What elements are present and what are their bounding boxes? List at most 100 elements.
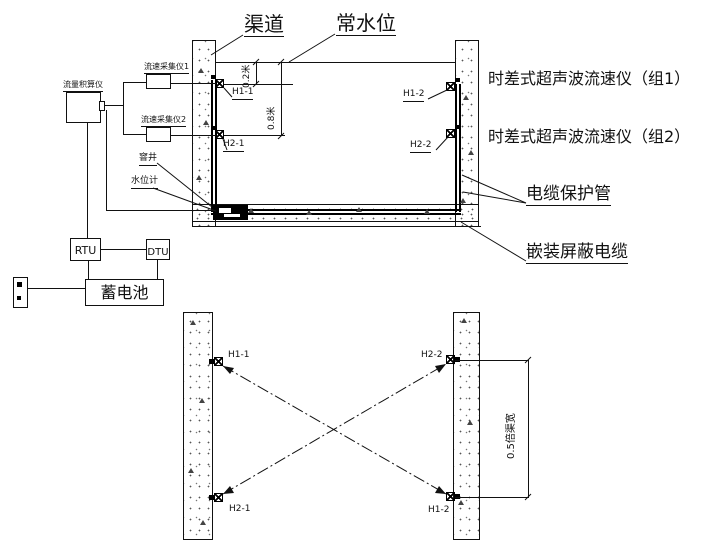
texture-triangle-icon bbox=[461, 318, 467, 323]
wire-to-water-gauge bbox=[106, 110, 107, 210]
inspection-well-label: 窨井 bbox=[139, 153, 158, 166]
transducer-h1-2-icon bbox=[446, 82, 455, 91]
transducer-mount bbox=[211, 126, 216, 130]
drawing-element bbox=[460, 221, 527, 262]
plan-transducer-h2-1-label: H2-1 bbox=[229, 504, 251, 514]
plan-transducer-h1-1-label: H1-1 bbox=[228, 350, 250, 360]
floor-conduit bbox=[211, 209, 461, 215]
cable-protection-pipe-label: 电缆保护管 bbox=[526, 184, 611, 206]
rtu-box: RTU bbox=[70, 238, 101, 261]
right-wall-conduit bbox=[455, 84, 461, 212]
drawing-element bbox=[222, 363, 447, 495]
plan-dim-ext-top bbox=[455, 360, 528, 361]
wire bbox=[123, 82, 124, 135]
plan-transducer-h1-2-icon bbox=[446, 492, 455, 501]
floor-bottom-line bbox=[192, 226, 481, 227]
plan-dim-ext-bottom bbox=[455, 497, 528, 498]
texture-triangle-icon bbox=[199, 398, 205, 403]
plan-transducer-h2-1-icon bbox=[214, 493, 223, 502]
texture-triangle-icon bbox=[190, 320, 196, 325]
plan-dim-label: 0.5倍渠宽 bbox=[506, 413, 517, 459]
water-level-gauge-device bbox=[219, 208, 231, 213]
plan-transducer-h1-1-icon bbox=[214, 357, 223, 366]
dim-ext-line-h1 bbox=[224, 84, 293, 85]
flow-totalizer-port bbox=[99, 101, 105, 111]
flow-totalizer-box bbox=[66, 92, 101, 123]
embedded-shielded-cable-label: 嵌装屏蔽电缆 bbox=[526, 242, 628, 264]
dim-line-02 bbox=[256, 62, 257, 84]
dim-label-08: 0.8米 bbox=[267, 106, 277, 130]
rtu-label: RTU bbox=[74, 244, 97, 257]
drawing-element bbox=[435, 136, 449, 151]
drawing-element bbox=[427, 89, 448, 100]
transducer-h2-1-icon bbox=[215, 130, 224, 139]
battery-box: 蓄电池 bbox=[85, 279, 164, 306]
wire-rtu-dtu bbox=[101, 249, 146, 250]
path-arrowheads bbox=[223, 364, 446, 494]
transducer-mount bbox=[211, 75, 216, 79]
dim-ext-line-h2 bbox=[224, 135, 285, 136]
water-level-gauge-base bbox=[224, 214, 240, 217]
drawing-element bbox=[288, 33, 336, 63]
drawing-element bbox=[223, 366, 234, 374]
plan-right-wall bbox=[453, 312, 480, 540]
sensor-group2-label: 时差式超声波流速仪（组2） bbox=[488, 127, 691, 146]
texture-triangle-icon bbox=[463, 95, 469, 100]
water-level-gauge-label: 水位计 bbox=[131, 176, 159, 189]
plan-dim-line bbox=[528, 360, 529, 498]
plan-transducer-h2-2-label: H2-2 bbox=[421, 350, 443, 360]
drawing-element bbox=[435, 364, 446, 373]
velocity-collector1-box bbox=[146, 74, 171, 89]
wire-to-water-gauge bbox=[106, 210, 214, 211]
plan-transducer-h2-2-icon bbox=[446, 355, 455, 364]
texture-triangle-icon bbox=[306, 210, 312, 215]
dtu-box: DTU bbox=[146, 239, 170, 260]
transducer-h1-1-label: H1-1 bbox=[232, 87, 254, 100]
water-level-line bbox=[216, 62, 455, 63]
drawing-element bbox=[223, 87, 233, 98]
transducer-h2-1-label: H2-1 bbox=[223, 139, 245, 152]
texture-triangle-icon bbox=[188, 468, 194, 473]
velocity-collector2-label: 流速采集仪2 bbox=[141, 115, 187, 127]
transducer-mount bbox=[455, 494, 460, 499]
texture-triangle-icon bbox=[203, 120, 209, 125]
wire bbox=[105, 105, 123, 106]
wire-dtu-battery bbox=[157, 260, 158, 279]
drawing-element bbox=[222, 365, 447, 495]
channel-label: 渠道 bbox=[244, 12, 284, 37]
texture-triangle-icon bbox=[458, 500, 464, 505]
texture-triangle-icon bbox=[424, 209, 430, 214]
transducer-h2-2-icon bbox=[446, 129, 455, 138]
transducer-h1-2-label: H1-2 bbox=[403, 89, 425, 102]
plan-left-wall bbox=[183, 312, 213, 540]
texture-triangle-icon bbox=[356, 207, 362, 212]
wire bbox=[123, 134, 146, 135]
dtu-label: DTU bbox=[147, 247, 169, 258]
wire bbox=[123, 82, 146, 83]
battery-label: 蓄电池 bbox=[100, 283, 149, 302]
wire-collector1-to-transducer bbox=[171, 83, 216, 84]
transducer-mount bbox=[209, 359, 214, 364]
texture-triangle-icon bbox=[468, 150, 474, 155]
transducer-h1-1-icon bbox=[215, 79, 224, 88]
velocity-collector2-box bbox=[146, 127, 171, 142]
dim-label-02: 0.2米 bbox=[242, 64, 252, 88]
texture-triangle-icon bbox=[200, 520, 206, 525]
dim-line-08 bbox=[281, 62, 282, 136]
texture-triangle-icon bbox=[467, 420, 473, 425]
wire-collector2-to-transducer bbox=[171, 135, 216, 136]
edge-device-box bbox=[13, 277, 28, 308]
sensor-group1-label: 时差式超声波流速仪（组1） bbox=[488, 69, 691, 88]
normal-water-level-label: 常水位 bbox=[336, 11, 396, 36]
drawing-element bbox=[435, 486, 446, 494]
flow-totalizer-label: 流量积算仪 bbox=[63, 80, 103, 92]
texture-triangle-icon bbox=[198, 68, 204, 73]
wire-edge-device-battery bbox=[28, 288, 85, 289]
transducer-mount bbox=[455, 78, 460, 82]
transducer-mount bbox=[455, 125, 460, 129]
velocity-collector1-label: 流速采集仪1 bbox=[144, 62, 190, 74]
transducer-h2-2-label: H2-2 bbox=[410, 140, 432, 153]
texture-triangle-icon bbox=[460, 198, 466, 203]
plan-transducer-h1-2-label: H1-2 bbox=[428, 505, 450, 515]
